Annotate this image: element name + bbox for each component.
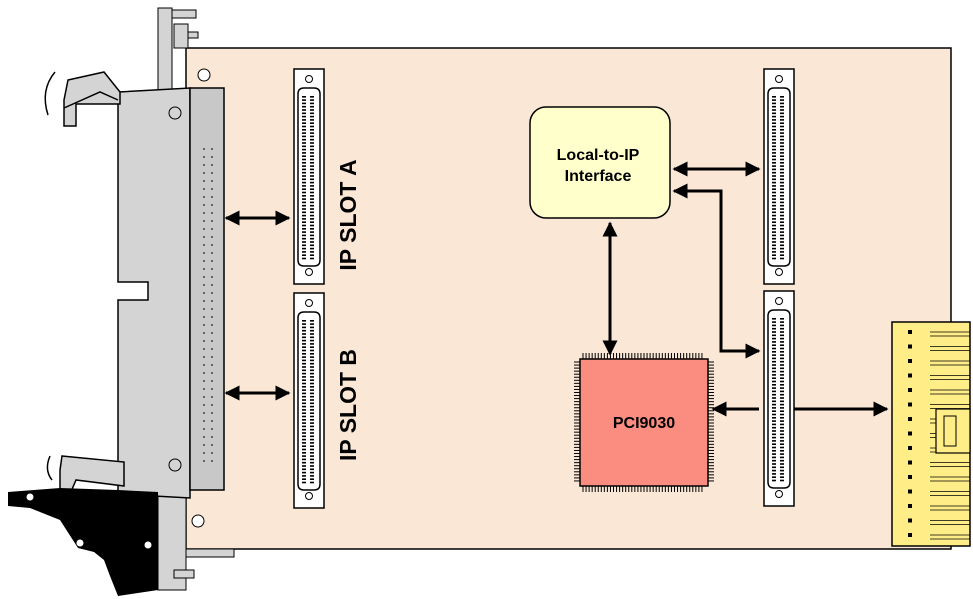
mount-hole-bottom (191, 514, 205, 528)
top-pin-icon (157, 7, 199, 99)
mount-hole-top (197, 68, 211, 82)
ejector-handle-top-icon[interactable] (44, 71, 121, 127)
ip-slot-a-connector (293, 68, 325, 285)
interface-label-line2: Interface (565, 168, 632, 185)
slot-b-label: IP SLOT B (335, 349, 361, 461)
arrow-icon (672, 183, 761, 359)
pci9030-chip: PCI9030 (574, 353, 714, 492)
interface-label-line1: Local-to-IP (557, 147, 640, 164)
ejector-handle-bottom-icon[interactable] (46, 455, 125, 495)
chip-label: PCI9030 (613, 415, 675, 432)
front-panel (117, 87, 225, 499)
pmc-edge-connector (891, 321, 971, 547)
signal-arrows (224, 161, 889, 417)
ip-slot-b-connector (293, 292, 325, 509)
panel-connector-pins (203, 148, 213, 462)
local-to-ip-interface-block: Local-to-IP Interface (529, 106, 671, 219)
right-upper-connector (763, 68, 795, 285)
black-handle-icon[interactable] (8, 488, 158, 596)
right-lower-connector (763, 290, 795, 507)
slot-a-label: IP SLOT A (335, 159, 361, 270)
